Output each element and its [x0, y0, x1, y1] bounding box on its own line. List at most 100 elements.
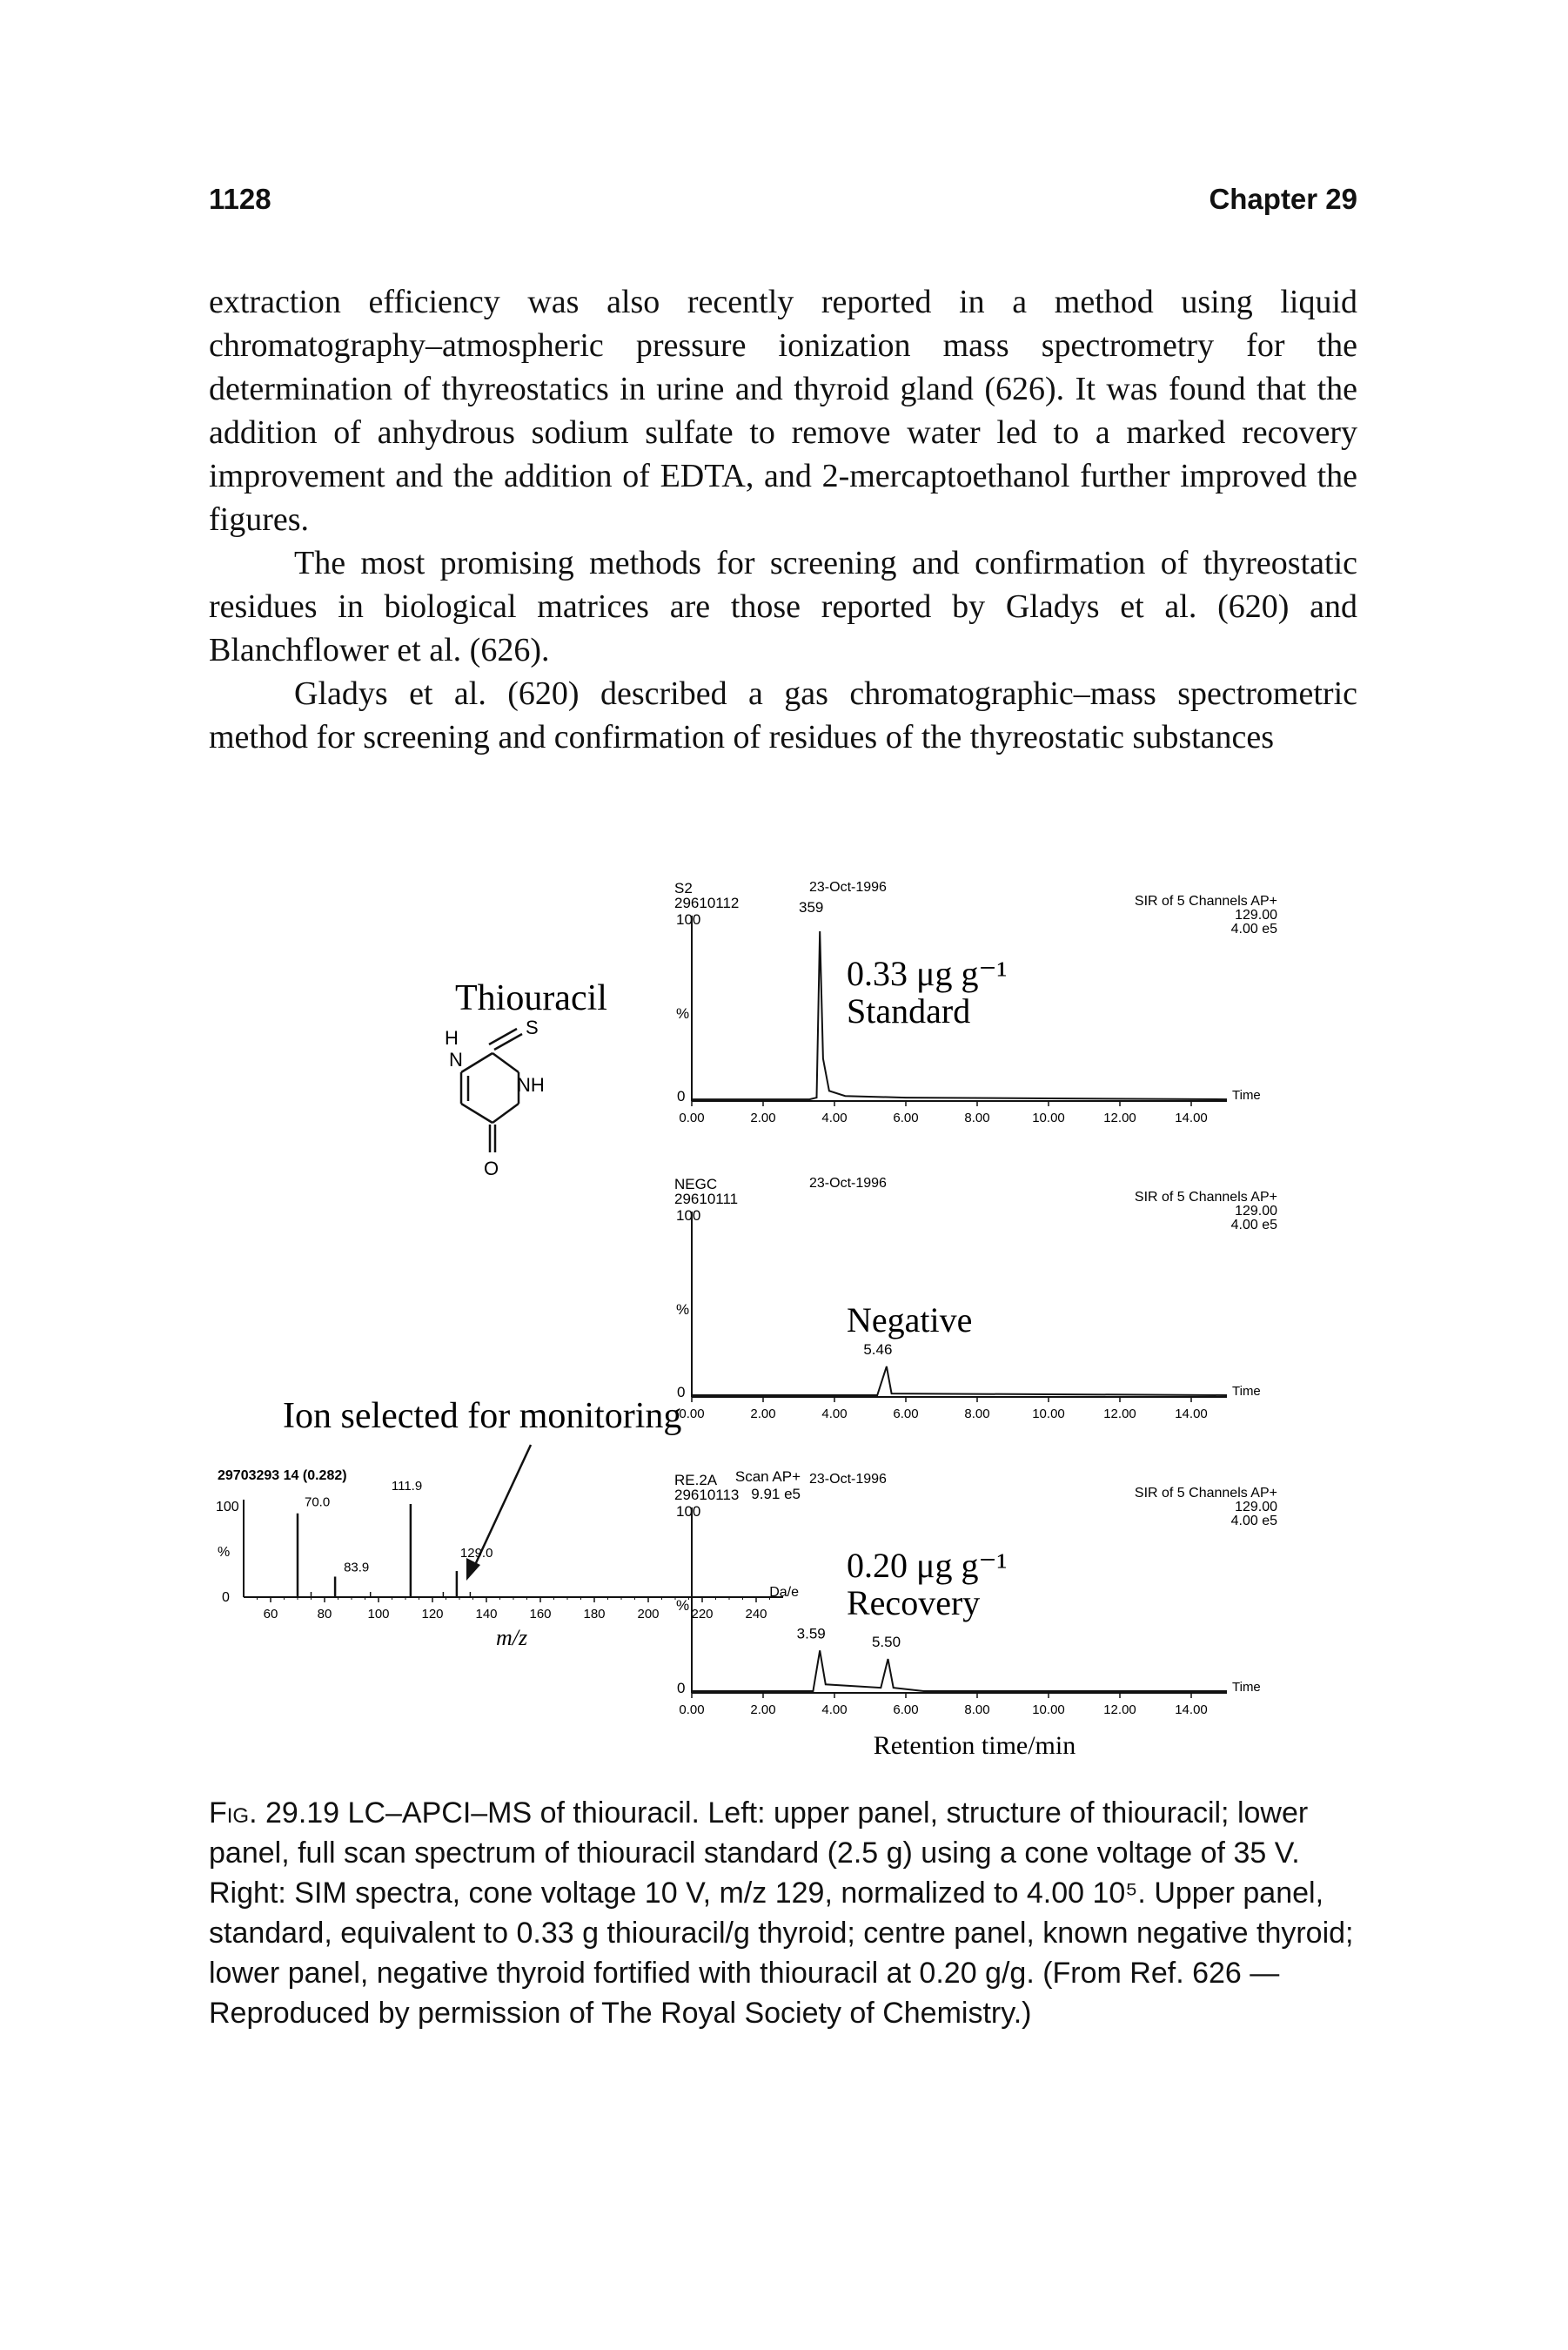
bond-c5-c6 — [460, 1102, 493, 1125]
spectrum-header-right-2: 9.91 e5 — [751, 1486, 801, 1502]
ion-pointer-line — [472, 1444, 533, 1568]
sim-panel-time-label: Time — [1232, 1680, 1261, 1695]
sim-panel-id-2: 29610113 — [674, 1487, 739, 1503]
sim-panel-x-tick-label: 10.00 — [1032, 1702, 1065, 1717]
sim-panel-date: 23-Oct-1996 — [809, 880, 887, 895]
sim-panel-y-pct: % — [676, 1597, 689, 1614]
sim-panel-x-tick-label: 4.00 — [821, 1702, 847, 1717]
atom-h: H — [445, 1027, 459, 1049]
sim-panel-id-1: S2 — [674, 880, 693, 896]
spectrum-peak-label: 111.9 — [392, 1479, 422, 1494]
sim-panel-x-tick-label: 10.00 — [1032, 1407, 1065, 1421]
sim-panel-x-tick-label: 8.00 — [964, 1407, 989, 1421]
paragraph-1: extraction efficiency was also recently … — [209, 284, 1357, 538]
sim-panel-date: 23-Oct-1996 — [809, 1472, 887, 1487]
figure-29-19: Thiouracil H N S NH O Ion selected for m… — [209, 879, 1357, 1767]
sim-panel-trace — [692, 1366, 1228, 1396]
spectrum-peak-label: 129.0 — [460, 1546, 493, 1561]
sim-panel-id-2: 29610112 — [674, 895, 739, 911]
caption-figure-label: Fig. 29.19 — [209, 1796, 340, 1830]
atom-s: S — [526, 1017, 539, 1038]
sim-panel-trace — [692, 930, 1228, 1101]
ion-selected-label: Ion selected for monitoring — [283, 1396, 681, 1436]
paragraph-3: Gladys et al. (620) described a gas chro… — [209, 675, 1357, 755]
atom-o: O — [484, 1158, 499, 1179]
spectrum-peak-label: 83.9 — [344, 1560, 369, 1574]
sim-panel-x-tick-label: 8.00 — [964, 1702, 989, 1717]
sim-panel-label-2: Recovery — [847, 1583, 980, 1622]
sim-panel-x-tick-label: 2.00 — [750, 1407, 775, 1421]
spectrum-x-tick-label: 80 — [318, 1607, 332, 1622]
sim-panel-x-tick-label: 14.00 — [1175, 1702, 1208, 1717]
sim-panel-scale: 4.00 e5 — [1231, 1514, 1277, 1528]
spectrum-x-tick-label: 180 — [583, 1607, 605, 1622]
bond-c2-s-b — [488, 1027, 518, 1046]
paragraph-2: The most promising methods for screening… — [209, 545, 1357, 668]
structure-bonds — [459, 1027, 523, 1152]
page-header: 1128 Chapter 29 — [209, 183, 1357, 235]
sim-panel-x-tick-label: 2.00 — [750, 1702, 775, 1717]
sim-panel-id-2: 29610111 — [674, 1191, 738, 1207]
ion-pointer-arrowhead — [466, 1558, 480, 1581]
sim-panel-x-tick-label: 0.00 — [679, 1407, 704, 1421]
full-scan-spectrum: 29703293 14 (0.282) Scan AP+ 9.91 e5 100… — [216, 1468, 801, 1650]
sim-panel-x-tick-label: 0.00 — [679, 1702, 704, 1717]
caption-text: LC–APCI–MS of thiouracil. Left: upper pa… — [209, 1796, 1354, 2030]
spectrum-y-pct: % — [218, 1545, 230, 1560]
sim-panel-peak-label: 359 — [799, 899, 823, 916]
sim-panel-trace — [692, 1650, 1227, 1692]
spectrum-peak-label: 70.0 — [305, 1495, 330, 1510]
spectrum-x-tick-label: 200 — [637, 1607, 659, 1622]
sim-panel-y-zero: 0 — [677, 1384, 685, 1400]
atom-nh: NH — [517, 1074, 545, 1096]
sim-panel-x-tick-label: 12.00 — [1103, 1111, 1136, 1125]
figure-caption: Fig. 29.19 LC–APCI–MS of thiouracil. Lef… — [209, 1793, 1357, 2033]
sim-panel-channel: SIR of 5 Channels AP+ — [1135, 894, 1277, 909]
sim-panel-peak-label: 5.50 — [872, 1634, 901, 1650]
chapter-title: Chapter 29 — [1209, 183, 1357, 215]
sim-panel-x-tick-label: 6.00 — [893, 1111, 918, 1125]
sim-panel-label-1: 0.20 μg g⁻¹ — [847, 1546, 1008, 1585]
sim-panel-y-pct: % — [676, 1005, 689, 1022]
figure-canvas: Thiouracil H N S NH O Ion selected for m… — [216, 880, 1277, 1760]
sim-panel-y-zero: 0 — [677, 1088, 685, 1104]
bond-c4-c5 — [492, 1102, 519, 1125]
spectrum-x-tick-label: 220 — [691, 1607, 713, 1622]
bond-c2-n3 — [492, 1051, 519, 1074]
spectrum-x-tick-label: 160 — [529, 1607, 551, 1622]
sim-panel-channel: SIR of 5 Channels AP+ — [1135, 1190, 1277, 1205]
sim-panel-peak-label: 3.59 — [797, 1625, 826, 1642]
spectrum-x-tick-label: 140 — [475, 1607, 497, 1622]
sim-panel-time-label: Time — [1232, 1384, 1261, 1399]
sim-panel-mass: 129.00 — [1235, 1204, 1277, 1219]
sim-panel-x-tick-label: 6.00 — [893, 1702, 918, 1717]
spectrum-x-unit: Da/e — [769, 1585, 799, 1600]
spectrum-x-tick-label: 100 — [367, 1607, 389, 1622]
sim-panel-x-tick-label: 8.00 — [964, 1111, 989, 1125]
bond-c2-s-a — [493, 1032, 523, 1051]
body-text: extraction efficiency was also recently … — [209, 280, 1357, 759]
spectrum-xlabel: m/z — [496, 1625, 527, 1650]
sim-panel-x-tick-label: 2.00 — [750, 1111, 775, 1125]
spectrum-x-tick-label: 120 — [421, 1607, 443, 1622]
sim-panel-date: 23-Oct-1996 — [809, 1176, 887, 1191]
sim-panel-x-tick-label: 10.00 — [1032, 1111, 1065, 1125]
sim-panel-label-1: 0.33 μg g⁻¹ — [847, 954, 1008, 993]
sim-panel-x-tick-label: 4.00 — [821, 1111, 847, 1125]
sim-panel-id-1: RE.2A — [674, 1472, 718, 1488]
page-number: 1128 — [209, 183, 271, 215]
sim-panel-label-2: Standard — [847, 991, 970, 1031]
sim-panel-scale: 4.00 e5 — [1231, 922, 1277, 937]
sim-panel-id-1: NEGC — [674, 1176, 717, 1192]
sim-panel-time-label: Time — [1232, 1088, 1261, 1103]
spectrum-x-tick-label: 240 — [745, 1607, 767, 1622]
spectrum-header-right-1: Scan AP+ — [735, 1468, 801, 1485]
sim-panel-mass: 129.00 — [1235, 1500, 1277, 1514]
sim-panel-x-tick-label: 12.00 — [1103, 1407, 1136, 1421]
structure-title: Thiouracil — [455, 978, 607, 1018]
sim-panel-x-tick-label: 14.00 — [1175, 1111, 1208, 1125]
sim-panel-y-top: 100 — [676, 1503, 700, 1520]
